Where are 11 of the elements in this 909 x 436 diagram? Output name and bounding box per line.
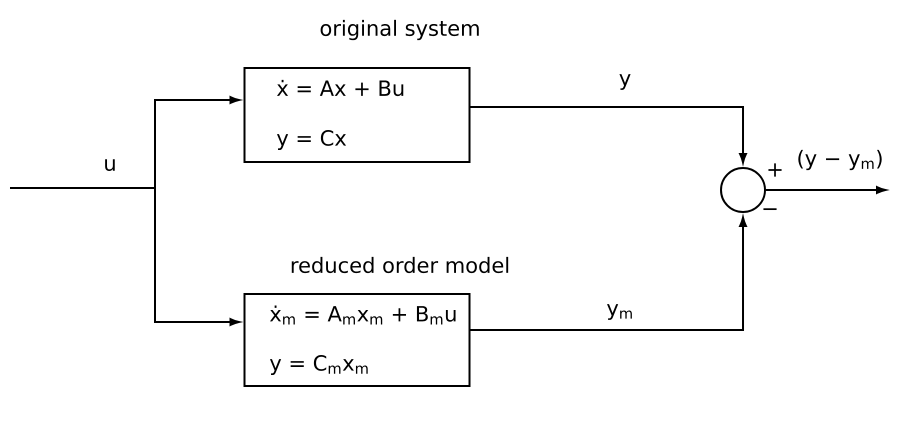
edge-label: y <box>618 73 632 91</box>
process-box: reduced order model ẋ$_{m}$ = A$_{m}$x$_{m}$ + B$_{m}$u y = C$_{m}$x$_{m}$ <box>244 256 508 387</box>
edge-label: (y − y$_{m}$) <box>796 148 885 172</box>
summing-junction <box>720 167 766 213</box>
sign-label: + <box>768 163 782 177</box>
sign-label: − <box>763 208 777 210</box>
process-box: original system ẋ = Ax + Bu y = Cx <box>244 20 479 163</box>
node-label: original system <box>320 20 479 40</box>
node-label: reduced order model <box>292 256 508 274</box>
edge-label: u <box>102 158 118 172</box>
edge-label: y$_{m}$ <box>605 303 635 321</box>
